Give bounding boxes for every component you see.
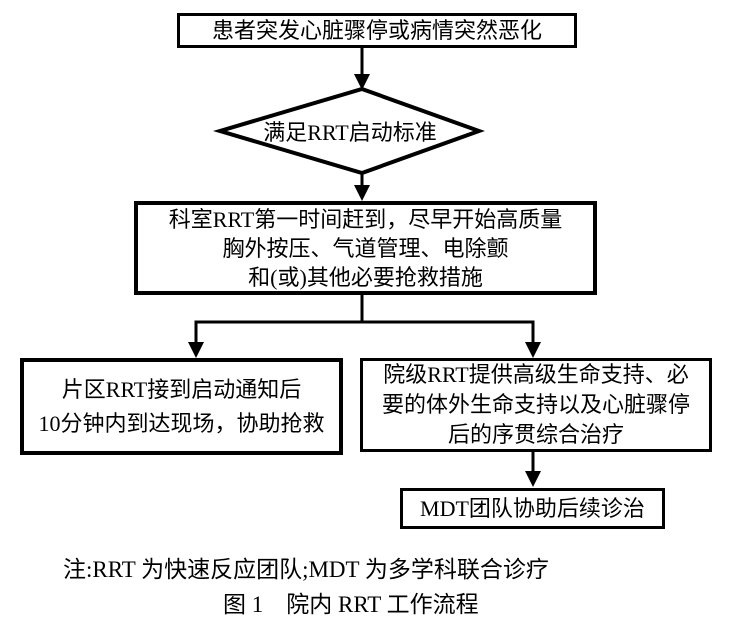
node-decision: 满足RRT启动标准: [222, 91, 478, 171]
node-start-label: 患者突发心脏骤停或病情突然恶化: [211, 17, 542, 43]
node-dept-rrt: 科室RRT第一时间赶到，尽早开始高质量 胸外按压、气道管理、电除颤 和(或)其他…: [134, 201, 597, 295]
node-district-line-2: 10分钟内到达现场，协助抢救: [38, 410, 325, 436]
figure-note: 注:RRT 为快速反应团队;MDT 为多学科联合诊疗: [63, 557, 549, 582]
arrow-branch-to-district-head: [188, 342, 204, 358]
node-hospital-rrt: 院级RRT提供高级生命支持、必 要的体外生命支持以及心脏骤停 后的序贯综合治疗: [360, 358, 712, 452]
node-mdt-team: MDT团队协助后续诊治: [400, 488, 665, 529]
arrow-decision-to-dept-head: [354, 185, 370, 201]
node-start: 患者突发心脏骤停或病情突然恶化: [177, 13, 577, 48]
node-decision-label: 满足RRT启动标准: [263, 120, 437, 145]
node-district-rrt: 片区RRT接到启动通知后 10分钟内到达现场，协助抢救: [20, 358, 343, 455]
node-district-line-1: 片区RRT接到启动通知后: [61, 376, 302, 402]
arrow-start-to-decision-head: [354, 74, 370, 90]
arrow-branch-to-hospital-head: [525, 342, 541, 358]
node-hospital-line-1: 院级RRT提供高级生命支持、必: [383, 362, 689, 387]
node-hospital-line-2: 要的体外生命支持以及心脏骤停: [381, 392, 690, 417]
node-hospital-line-3: 后的序贯综合治疗: [447, 422, 624, 447]
node-dept-line-2: 胸外按压、气道管理、电除颤: [222, 235, 509, 261]
node-dept-line-3: 和(或)其他必要抢救措施: [248, 264, 483, 290]
node-mdt-label: MDT团队协助后续诊治: [420, 495, 645, 521]
node-dept-line-1: 科室RRT第一时间赶到，尽早开始高质量: [168, 206, 563, 232]
arrow-hospital-to-mdt-head: [525, 471, 541, 487]
figure-caption: 图 1 院内 RRT 工作流程: [223, 592, 479, 617]
